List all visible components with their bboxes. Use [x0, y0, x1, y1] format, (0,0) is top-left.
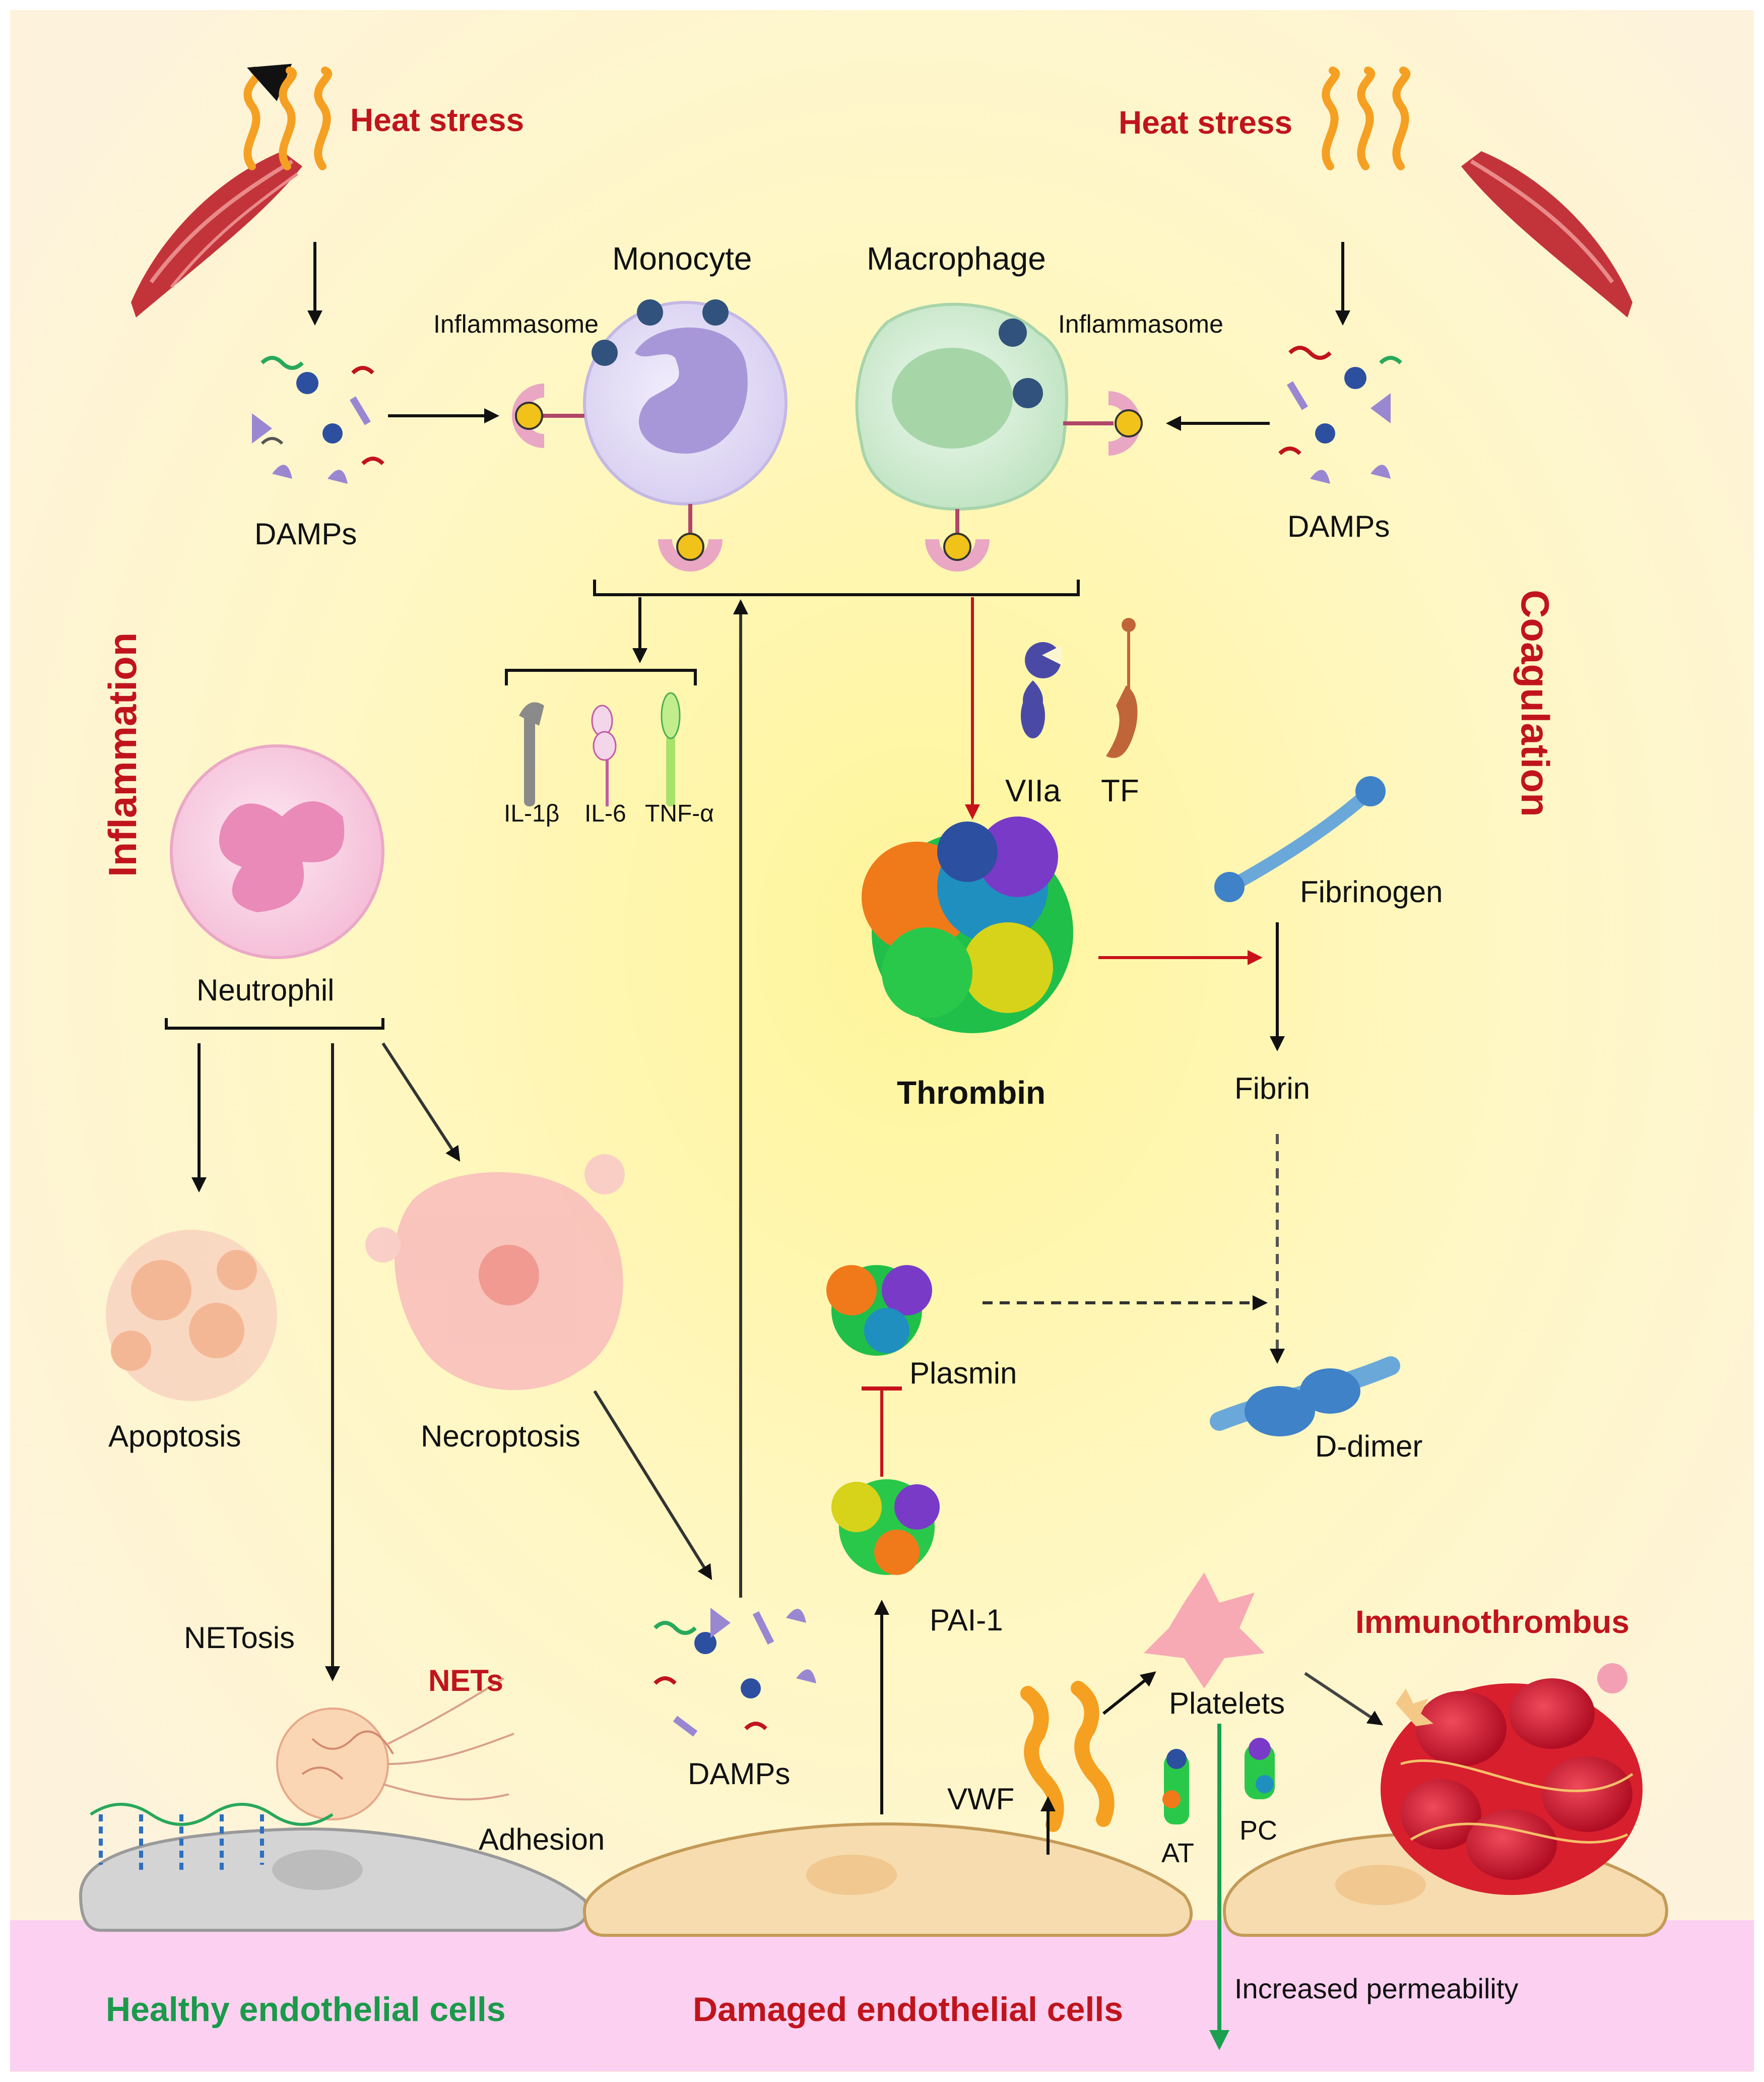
necroptosis-label: Necroptosis — [421, 1419, 580, 1453]
permeability-label: Increased permeability — [1234, 1973, 1518, 2004]
vwf-label: VWF — [947, 1782, 1014, 1816]
damps-bottom-cluster — [654, 1608, 816, 1737]
fibrin-label: Fibrin — [1234, 1071, 1310, 1105]
necroptosis-cell-icon — [365, 1154, 625, 1391]
d-dimer-label: D-dimer — [1315, 1429, 1422, 1463]
fibrinogen-label: Fibrinogen — [1300, 875, 1443, 909]
at-label: AT — [1161, 1838, 1194, 1868]
il6-icon — [591, 705, 617, 806]
endothelium-band — [10, 1920, 1754, 2071]
tf-icon — [1106, 618, 1138, 758]
pai1-label: PAI-1 — [930, 1603, 1003, 1637]
cells-bracket — [593, 580, 1080, 596]
coagulation-title: Coagulation — [1513, 590, 1557, 817]
heat-waves-left-icon — [243, 64, 333, 170]
damaged-cells-title: Damaged endothelial cells — [693, 1990, 1123, 2029]
arrow-vwf-platelets — [1102, 1671, 1156, 1715]
heat-stress-left-label: Heat stress — [350, 102, 524, 138]
plasmin-label: Plasmin — [909, 1356, 1017, 1390]
damps-right-label: DAMPs — [1287, 510, 1390, 543]
inflammation-title: Inflammation — [100, 633, 145, 877]
neutrophil-bracket — [165, 1018, 384, 1030]
muscle-right-icon — [1461, 151, 1632, 318]
netosis-label: NETosis — [184, 1621, 295, 1655]
thrombin-protein-icon — [862, 816, 1073, 1033]
thrombin-label: Thrombin — [897, 1075, 1046, 1111]
muscle-left-icon — [131, 151, 302, 318]
macrophage-receptor-bottom-icon — [925, 509, 990, 572]
apoptosis-label: Apoptosis — [108, 1419, 241, 1453]
d-dimer-icon — [1210, 1356, 1400, 1436]
fibrinogen-icon — [1214, 776, 1386, 902]
damps-right-cluster — [1278, 346, 1402, 484]
damps-bottom-label: DAMPs — [688, 1757, 790, 1791]
il1b-label: IL-1β — [504, 800, 559, 827]
plasmin-protein-icon — [826, 1265, 932, 1356]
heat-stress-right-label: Heat stress — [1119, 104, 1292, 141]
healthy-cells-title: Healthy endothelial cells — [106, 1990, 506, 2029]
neutrophil-label: Neutrophil — [197, 973, 335, 1007]
platelet-icon — [1144, 1572, 1265, 1688]
nets-label: NETs — [428, 1664, 503, 1697]
arrow-to-necroptosis — [381, 1042, 461, 1162]
cytokines-bracket — [505, 669, 697, 685]
arrow-platelets-immunothrombus — [1304, 1672, 1383, 1726]
immunothrombus-title: Immunothrombus — [1355, 1604, 1629, 1640]
vwf-icon — [1020, 1681, 1115, 1832]
pc-label: PC — [1239, 1815, 1277, 1846]
damaged-endothelial-cell-1-icon — [582, 1822, 1193, 1937]
inflammasome-right-label: Inflammasome — [1058, 310, 1223, 338]
tnfa-icon — [661, 692, 681, 806]
monocyte-receptor-bottom-icon — [658, 504, 723, 572]
tf-label: TF — [1101, 774, 1139, 808]
healthy-endothelial-cell-icon — [79, 1803, 589, 1932]
neutrophil-cell-icon — [170, 744, 384, 959]
heat-waves-right-icon — [1322, 67, 1411, 170]
viia-icon — [1021, 642, 1062, 738]
arrow-necroptosis-damps — [593, 1390, 712, 1581]
monocyte-receptor-left-icon — [512, 384, 584, 448]
nets-icon — [276, 1677, 514, 1820]
monocyte-label: Monocyte — [612, 240, 752, 277]
viia-label: VIIa — [1005, 774, 1061, 808]
il6-label: IL-6 — [584, 800, 626, 827]
macrophage-label: Macrophage — [867, 240, 1046, 277]
pc-protein-icon — [1245, 1738, 1275, 1799]
at-protein-icon — [1162, 1749, 1189, 1824]
damps-left-label: DAMPs — [254, 517, 357, 551]
tnfa-label: TNF-α — [645, 800, 714, 827]
pai1-protein-icon — [831, 1479, 940, 1575]
inflammasome-left-label: Inflammasome — [433, 310, 599, 338]
macrophage-cell-icon — [855, 302, 1069, 511]
adhesion-label: Adhesion — [479, 1822, 605, 1856]
macrophage-receptor-right-icon — [1063, 391, 1143, 456]
immunothrombus-icon — [1381, 1663, 1643, 1895]
damps-left-cluster — [252, 356, 384, 484]
il1b-icon — [519, 702, 544, 806]
platelets-label: Platelets — [1169, 1686, 1285, 1720]
monocyte-cell-icon — [583, 299, 788, 506]
apoptosis-cell-icon — [106, 1230, 277, 1401]
